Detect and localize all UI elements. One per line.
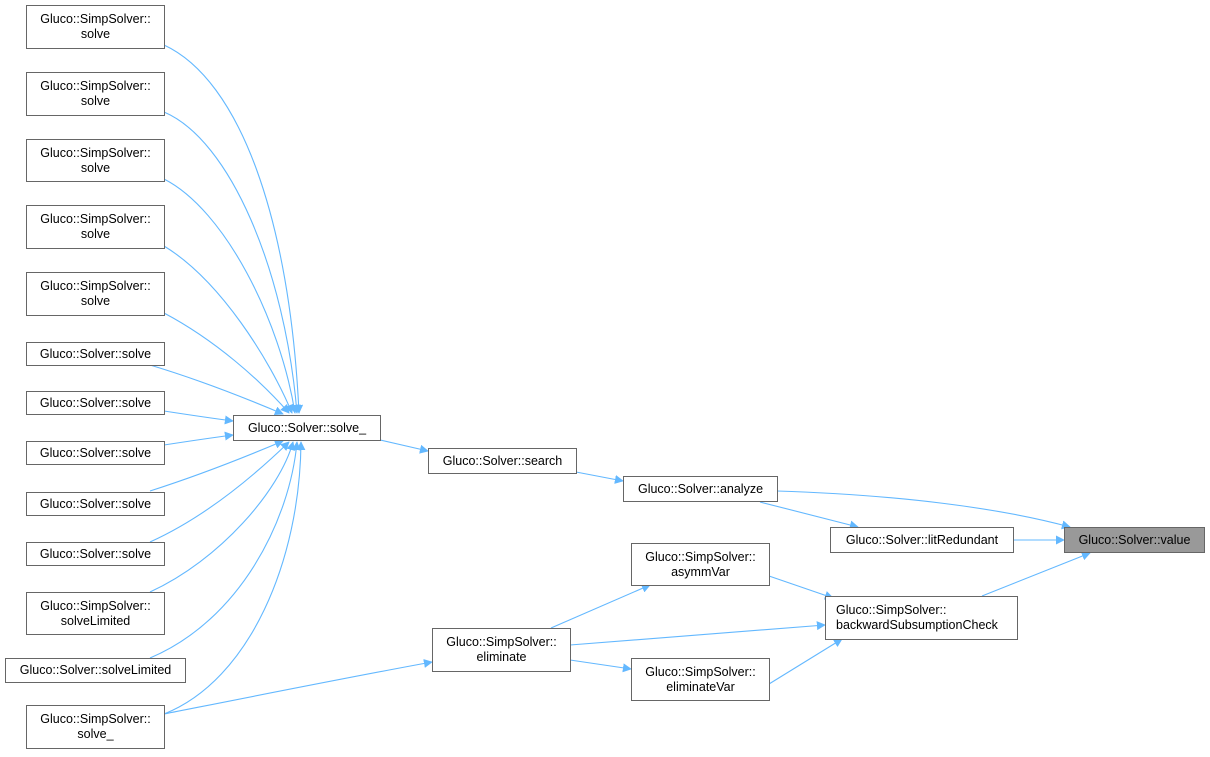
node-simpsolver-solve[interactable]: Gluco::SimpSolver::solve [26,272,165,316]
node-simpsolver-solve[interactable]: Gluco::SimpSolver::solve [26,72,165,116]
node-solver-solve[interactable]: Gluco::Solver::solve [26,391,165,415]
node-label: Gluco::SimpSolver:: [40,12,151,26]
node-label: Gluco::Solver::value [1078,532,1191,547]
edge-solve9-to-solve_ [149,440,284,492]
edge-solve2-to-solve_ [163,111,301,414]
node-label: Gluco::SimpSolver:: [40,279,151,293]
node-label: Gluco::SimpSolver:: [645,664,756,679]
edge-solve_-to-search [379,439,429,454]
node-solver-analyze[interactable]: Gluco::Solver::analyze [623,476,778,502]
edge-eliminate-to-asymmVar [550,584,651,629]
node-label: Gluco::Solver::search [442,453,563,468]
edge-solve_b-to-eliminate [163,659,433,715]
node-label: Gluco::SimpSolver:: [836,603,947,617]
edge-eliminate-to-eliminateVar [569,659,632,673]
edge-asymmVar-to-backward [768,575,834,600]
node-label: solve [80,27,111,41]
edge-solveLimited2-to-solve_ [149,441,301,659]
node-simpsolver-eliminate[interactable]: Gluco::SimpSolver::eliminate [432,628,571,672]
node-solver-value[interactable]: Gluco::Solver::value [1064,527,1205,553]
node-label: solve [80,227,111,241]
edge-analyze-to-value [776,490,1071,530]
node-label: Gluco::Solver::solve [39,445,152,460]
node-label: eliminateVar [666,679,735,694]
node-simpsolver-solvelimited[interactable]: Gluco::SimpSolver::solveLimited [26,592,165,635]
node-solver-solve[interactable]: Gluco::Solver::solve [26,542,165,566]
edge-solve6-to-solve_ [149,364,284,415]
edge-solve_b-to-solve_ [163,441,306,715]
node-label: eliminate [476,650,527,664]
edge-analyze-to-litRedundant [759,501,859,530]
node-simpsolver-solve[interactable]: Gluco::SimpSolver::solve [26,205,165,249]
node-solver-solve_[interactable]: Gluco::Solver::solve_ [233,415,381,441]
node-solver-solve[interactable]: Gluco::Solver::solve [26,342,165,366]
node-solver-solve[interactable]: Gluco::Solver::solve [26,441,165,465]
edge-eliminateVar-to-backward [768,638,843,685]
node-solver-search[interactable]: Gluco::Solver::search [428,448,577,474]
node-label: Gluco::SimpSolver:: [40,145,151,160]
edge-solve4-to-solve_ [163,245,294,414]
edge-solveLimited1-to-solve_ [149,441,296,593]
edge-solve3-to-solve_ [163,178,299,414]
edge-solve7-to-solve_ [163,410,234,425]
node-label: Gluco::Solver::solveLimited [19,663,172,677]
node-simpsolver-solve[interactable]: Gluco::SimpSolver::solve [26,5,165,49]
node-label: Gluco::SimpSolver:: [645,549,756,564]
node-label: Gluco::Solver::solve_ [247,420,367,435]
node-simpsolver-solve_[interactable]: Gluco::SimpSolver::solve_ [26,705,165,749]
edge-solve8-to-solve_ [163,431,234,446]
node-label: solve [80,160,111,175]
node-label: Gluco::SimpSolver:: [446,635,557,649]
node-simpsolver-asymmvar[interactable]: Gluco::SimpSolver::asymmVar [631,543,770,586]
node-label: Gluco::Solver::solve [39,496,152,511]
node-simpsolver-eliminatevar[interactable]: Gluco::SimpSolver::eliminateVar [631,658,770,701]
node-label: asymmVar [671,564,730,579]
node-solver-litredundant[interactable]: Gluco::Solver::litRedundant [830,527,1014,553]
node-label: solve_ [77,727,114,741]
node-simpsolver-backwardsubsumptioncheck[interactable]: Gluco::SimpSolver::backwardSubsumptionCh… [825,596,1018,640]
node-label: Gluco::SimpSolver:: [40,598,151,613]
node-label: solve [80,94,111,108]
node-label: Gluco::SimpSolver:: [40,212,151,226]
node-label: Gluco::SimpSolver:: [40,712,151,726]
node-solver-solvelimited[interactable]: Gluco::Solver::solveLimited [5,658,186,683]
edge-search-to-analyze [575,471,624,484]
node-simpsolver-solve[interactable]: Gluco::SimpSolver::solve [26,139,165,182]
edge-solve1-to-solve_ [163,44,304,414]
node-label: Gluco::SimpSolver:: [40,79,151,93]
node-label: Gluco::Solver::analyze [637,481,764,496]
edge-solve5-to-solve_ [163,312,290,414]
node-label: Gluco::Solver::solve [39,346,152,361]
node-label: solveLimited [60,613,131,628]
edge-eliminate-to-backward [569,621,826,646]
edge-backward-to-value [981,551,1091,597]
edge-solve10-to-solve_ [149,441,290,543]
node-label: Gluco::Solver::litRedundant [845,532,999,547]
node-label: backwardSubsumptionCheck [836,618,998,632]
node-label: Gluco::Solver::solve [39,546,152,561]
node-solver-solve[interactable]: Gluco::Solver::solve [26,492,165,516]
node-label: Gluco::Solver::solve [39,395,152,410]
node-label: solve [80,294,111,308]
